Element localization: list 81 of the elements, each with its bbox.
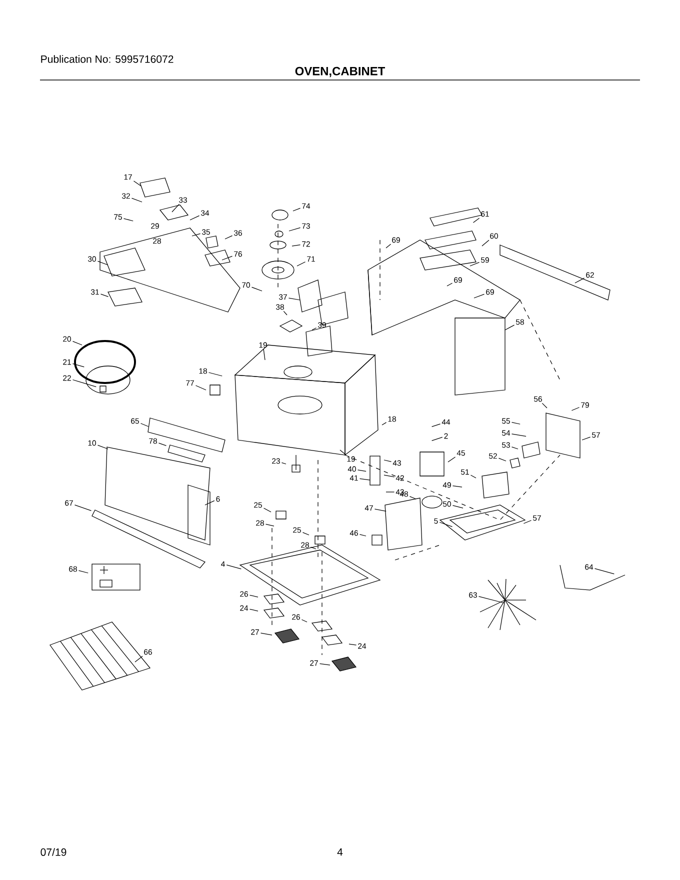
- leader-line: [452, 505, 464, 508]
- leader-line: [431, 424, 441, 428]
- leader-line: [190, 215, 200, 220]
- leader-line: [511, 446, 518, 450]
- leader-line: [384, 460, 392, 462]
- leader-line: [260, 632, 272, 636]
- leader-line: [172, 204, 180, 212]
- leader-line: [72, 340, 82, 346]
- leader-line: [288, 298, 300, 300]
- leader-line: [263, 348, 266, 360]
- leader-line: [571, 407, 580, 411]
- leader-line: [384, 474, 395, 478]
- leader-line: [574, 278, 585, 284]
- leader-line: [504, 324, 515, 330]
- leader-line: [158, 442, 167, 446]
- leader-line: [97, 444, 108, 450]
- leader-line: [448, 456, 456, 462]
- leader-line: [359, 478, 370, 480]
- leader-line: [131, 198, 142, 202]
- leader-line: [265, 524, 274, 526]
- leader-line: [348, 644, 357, 646]
- leader-line: [582, 436, 591, 440]
- leader-line: [478, 596, 504, 604]
- leader-line: [374, 508, 386, 512]
- leader-line: [208, 372, 222, 376]
- leader-line: [319, 663, 330, 666]
- leader-line: [498, 458, 506, 462]
- leader-line: [302, 532, 310, 536]
- leader-line: [288, 227, 301, 232]
- leader-line: [249, 608, 258, 612]
- leader-line: [472, 218, 480, 223]
- title: OVEN,CABINET: [295, 66, 386, 78]
- leader-line: [72, 363, 84, 368]
- leader-line: [292, 244, 301, 246]
- leader-line: [312, 328, 317, 330]
- leader-line: [542, 402, 548, 408]
- leader-line: [133, 180, 142, 186]
- leader-line: [340, 450, 346, 456]
- leader-line: [204, 500, 215, 506]
- leader-line: [251, 286, 262, 292]
- leader-line: [296, 262, 306, 266]
- leader-line: [224, 235, 233, 240]
- leader-line: [249, 594, 258, 598]
- leader-line: [386, 244, 392, 248]
- leader-line: [78, 570, 88, 574]
- leader-line: [482, 240, 490, 246]
- leader-line: [292, 208, 301, 212]
- leader-line: [72, 379, 96, 388]
- header-text: 07/19: [40, 848, 66, 856]
- leader-line: [409, 496, 416, 500]
- leader-line: [301, 619, 308, 622]
- leader-line: [357, 470, 366, 472]
- leader-line: [446, 282, 453, 286]
- leader-line: [470, 262, 480, 266]
- leader-line: [452, 485, 462, 488]
- header-text: 4: [337, 848, 343, 856]
- leader-line: [195, 385, 206, 390]
- leader-line: [523, 520, 532, 524]
- leader-line: [263, 508, 272, 512]
- leader-line: [74, 504, 92, 511]
- leader-line: [226, 564, 242, 570]
- leader-line: [431, 436, 443, 442]
- leader-line: [123, 218, 134, 222]
- leader-line: [511, 422, 520, 424]
- leader-line: [100, 294, 109, 297]
- leader-line: [97, 260, 108, 266]
- leader-line: [140, 423, 149, 427]
- leader-line: [281, 462, 286, 464]
- leader-line: [470, 474, 476, 478]
- leader-line: [474, 294, 485, 298]
- leader-line: [192, 233, 201, 236]
- leader-line: [594, 568, 614, 574]
- leader-line: [382, 422, 387, 426]
- leader-line: [134, 656, 143, 662]
- leader-line: [283, 310, 288, 316]
- leader-line: [439, 522, 453, 527]
- leader-line: [222, 256, 233, 260]
- leader-line: [511, 434, 526, 437]
- leader-line: [310, 546, 316, 550]
- leader-line: [359, 534, 366, 536]
- header-text: Publication No: 5995716072: [41, 55, 174, 63]
